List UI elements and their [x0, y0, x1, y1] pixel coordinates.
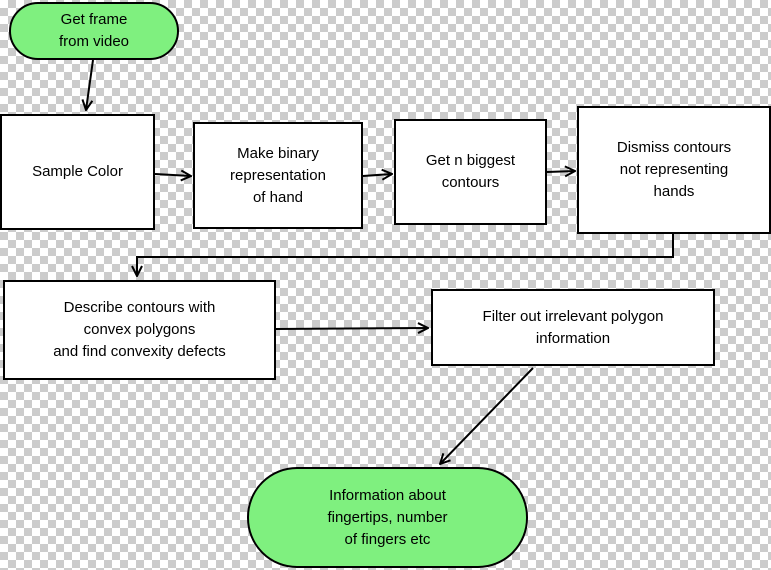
node-sample-color: Sample Color	[0, 114, 155, 230]
edge-filter-to-end	[440, 367, 534, 464]
node-get-biggest-contours: Get n biggest contours	[394, 119, 547, 225]
node-describe-contours: Describe contours with convex polygons a…	[3, 280, 276, 380]
node-filter-polygon-info: Filter out irrelevant polygon informatio…	[431, 289, 715, 366]
edge-start-to-sample	[86, 59, 94, 110]
edge-describe-to-filter	[275, 328, 428, 329]
edge-sample-to-binary	[154, 174, 191, 176]
edge-binary-to-biggest	[362, 174, 392, 176]
edge-dismiss-to-describe	[137, 234, 674, 276]
node-make-binary: Make binary representation of hand	[193, 122, 363, 229]
node-information-output: Information about fingertips, number of …	[247, 467, 528, 568]
edge-biggest-to-dismiss	[546, 171, 575, 172]
node-get-frame: Get frame from video	[9, 2, 179, 60]
node-dismiss-contours: Dismiss contours not representing hands	[577, 106, 771, 234]
